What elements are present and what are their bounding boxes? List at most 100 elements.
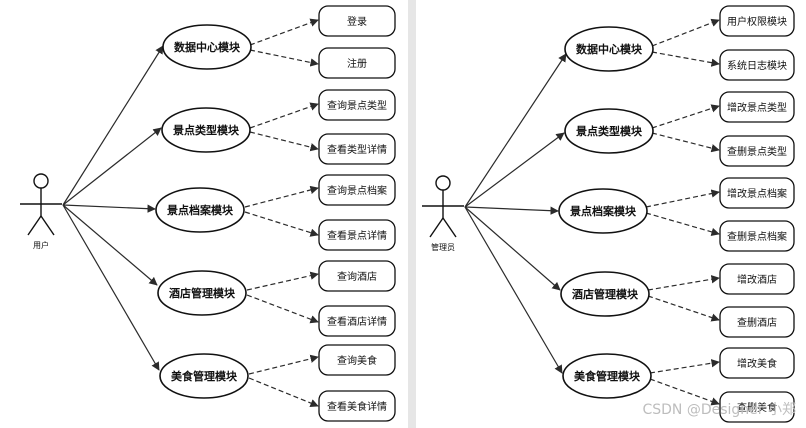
leaf-label: 查看酒店详情 <box>327 315 387 328</box>
edge-module-leaf <box>649 359 720 374</box>
module-label: 酒店管理模块 <box>169 286 236 300</box>
use-case-module: 景点类型模块 <box>161 107 251 153</box>
module-label: 美食管理模块 <box>574 369 641 383</box>
edge-actor-module-1 <box>464 53 567 208</box>
leaf-label: 用户权限模块 <box>727 15 787 28</box>
use-case-leaf: 登录 <box>318 5 396 37</box>
edge-actor-module-3 <box>62 204 156 213</box>
leaf-label: 注册 <box>347 57 367 70</box>
use-case-module: 酒店管理模块 <box>560 271 650 317</box>
actor-head <box>435 175 451 191</box>
leaf-label: 查删景点档案 <box>727 230 787 243</box>
use-case-leaf: 查看类型详情 <box>318 133 396 165</box>
use-case-leaf: 增改景点档案 <box>719 177 795 209</box>
edge-actor-module-5 <box>464 206 563 374</box>
leaf-label: 查询景点档案 <box>327 184 387 197</box>
leaf-label: 查看类型详情 <box>327 143 387 156</box>
edge-module-leaf <box>647 275 720 291</box>
use-case-leaf: 查询景点档案 <box>318 174 396 206</box>
use-case-module: 美食管理模块 <box>562 353 652 399</box>
leaf-label: 查删酒店 <box>737 316 777 329</box>
edge-actor-module-2 <box>464 132 565 208</box>
edge-module-leaf <box>651 18 720 47</box>
module-label: 景点类型模块 <box>575 124 643 138</box>
use-case-leaf: 查询景点类型 <box>318 89 396 121</box>
edge-module-leaf <box>244 185 319 208</box>
use-case-leaf: 增改景点类型 <box>719 91 795 123</box>
leaf-label: 查询美食 <box>337 354 377 367</box>
actor-leg-right <box>442 217 457 238</box>
use-case-leaf: 查删酒店 <box>719 306 795 338</box>
leaf-label: 查询景点类型 <box>327 99 387 112</box>
module-label: 酒店管理模块 <box>572 287 639 301</box>
edge-actor-module-1 <box>62 45 164 206</box>
edge-module-leaf <box>246 294 319 324</box>
use-case-leaf: 查看美食详情 <box>318 390 396 422</box>
edge-module-leaf <box>651 132 720 153</box>
panel-user: 用户 数据中心模块 景点类型模块 景点档案模块 <box>20 5 396 422</box>
edge-module-leaf <box>249 18 319 46</box>
actor-admin: 管理员 <box>422 175 464 252</box>
module-label: 美食管理模块 <box>171 369 238 383</box>
use-case-leaf: 增改酒店 <box>719 263 795 295</box>
leaf-label: 查删景点类型 <box>727 145 787 158</box>
edge-module-leaf <box>645 212 720 236</box>
edge-actor-module-2 <box>62 127 162 206</box>
panel-admin: 管理员 数据中心模块 景点类型模块 景点档案模块 <box>422 5 795 423</box>
leaf-label: 系统日志模块 <box>727 59 787 72</box>
module-label: 数据中心模块 <box>576 42 643 56</box>
use-case-leaf: 用户权限模块 <box>719 5 795 37</box>
use-case-leaf: 增改美食 <box>719 347 795 379</box>
edge-actor-module-4 <box>464 206 561 291</box>
edge-module-leaf <box>645 189 720 208</box>
edge-module-leaf <box>651 51 720 67</box>
actor-leg-right <box>40 215 55 236</box>
use-case-leaf: 查看景点详情 <box>318 219 396 251</box>
actor-label: 用户 <box>33 240 49 250</box>
use-case-leaf: 查删美食 <box>719 391 795 423</box>
edge-actor-module-4 <box>62 204 158 286</box>
actor-user: 用户 <box>20 173 62 250</box>
actor-leg-left <box>429 217 444 238</box>
use-case-leaf: 注册 <box>318 47 396 79</box>
use-case-leaf: 查询美食 <box>318 344 396 376</box>
leaf-label: 登录 <box>347 15 367 28</box>
use-case-module: 数据中心模块 <box>162 24 252 70</box>
use-case-leaf: 查询酒店 <box>318 260 396 292</box>
module-label: 景点档案模块 <box>569 204 637 218</box>
use-case-module: 景点类型模块 <box>564 108 654 154</box>
leaf-label: 增改酒店 <box>737 273 777 286</box>
edge-module-leaf <box>244 211 319 237</box>
leaf-label: 增改景点类型 <box>727 101 787 114</box>
use-case-module: 数据中心模块 <box>564 26 654 72</box>
use-case-module: 景点档案模块 <box>558 188 648 234</box>
edge-module-leaf <box>249 102 319 129</box>
edge-actor-module-5 <box>62 204 160 371</box>
watermark: CSDN @Designer 小郑 <box>642 402 796 418</box>
use-case-leaf: 查看酒店详情 <box>318 305 396 337</box>
edge-module-leaf <box>246 271 319 291</box>
edge-module-leaf <box>249 49 319 67</box>
leaf-label: 增改景点档案 <box>727 187 787 200</box>
use-case-module: 美食管理模块 <box>159 353 249 399</box>
use-case-module: 酒店管理模块 <box>157 270 247 316</box>
leaf-label: 查删美食 <box>737 401 777 414</box>
edge-module-leaf <box>651 104 720 129</box>
module-label: 景点类型模块 <box>172 123 240 137</box>
use-case-leaf: 系统日志模块 <box>719 49 795 81</box>
module-label: 数据中心模块 <box>174 40 241 54</box>
module-label: 景点档案模块 <box>166 203 234 217</box>
panel-divider <box>408 0 416 428</box>
edge-module-leaf <box>248 377 319 408</box>
edge-module-leaf <box>649 378 720 406</box>
leaf-label: 增改美食 <box>737 357 777 370</box>
leaf-label: 查询酒店 <box>337 270 377 283</box>
edge-actor-module-3 <box>464 206 559 215</box>
edge-module-leaf <box>248 354 319 375</box>
actor-head <box>33 173 49 189</box>
leaf-label: 查看美食详情 <box>327 400 387 413</box>
use-case-leaf: 查删景点档案 <box>719 220 795 252</box>
leaf-label: 查看景点详情 <box>327 229 387 242</box>
actor-leg-left <box>27 215 42 236</box>
actor-label: 管理员 <box>431 242 455 252</box>
